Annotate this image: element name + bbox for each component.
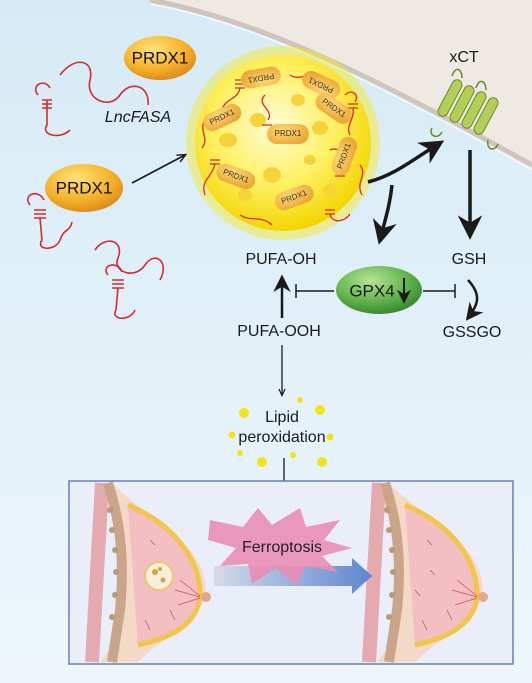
condensate-to-xct-arrow	[367, 140, 445, 184]
condensate-prdx1: PRDX1	[267, 124, 309, 144]
lipid-peroxidation-dots	[228, 397, 334, 467]
prdx1-top-label: PRDX1	[131, 48, 189, 68]
lipid-label-line1: Lipid	[265, 409, 299, 426]
to-gpx4-arrow	[372, 184, 397, 245]
pufa-oh-label: PUFA-OH	[245, 251, 317, 268]
gpx4-inhibition-right	[423, 284, 456, 298]
prdx1-top-pill	[124, 36, 196, 80]
cell-membrane	[149, 0, 532, 168]
condensate-prdx1-label: PRDX1	[267, 124, 309, 144]
pufa-ooh-label: PUFA-OOH	[237, 323, 321, 340]
xct-label: xCT	[449, 49, 479, 66]
gpx4-inhibition-left	[295, 284, 334, 298]
xct-transporter	[430, 68, 499, 150]
lncfasa-label: LncFASA	[104, 109, 172, 126]
breast-normal-illustration	[362, 481, 488, 663]
free-lncrna-group	[27, 61, 165, 320]
gssgo-label: GSSGO	[442, 324, 502, 341]
gpx4-label: GPX4	[349, 281, 395, 301]
lncrna-hairpin	[34, 82, 71, 137]
binding-arrow	[131, 155, 185, 184]
lncrna-hairpin	[105, 264, 136, 320]
gsh-label: GSH	[451, 251, 487, 268]
prdx1-left-pill	[45, 164, 123, 212]
membrane-outside	[150, 0, 532, 165]
ferroptosis-label: Ferroptosis	[241, 539, 323, 556]
prdx1-left-label: PRDX1	[55, 178, 113, 198]
ferroptosis-burst	[208, 508, 352, 586]
lncrna-strand	[59, 61, 149, 106]
condensate-speckles	[219, 94, 337, 201]
lncrna-hairpin	[27, 192, 73, 250]
lipid-label-line2: peroxidation	[238, 429, 326, 446]
breast-tumor-illustration	[85, 481, 211, 663]
lncrna-strand	[94, 240, 165, 281]
gsh-to-gssgo-arrow	[465, 279, 484, 321]
